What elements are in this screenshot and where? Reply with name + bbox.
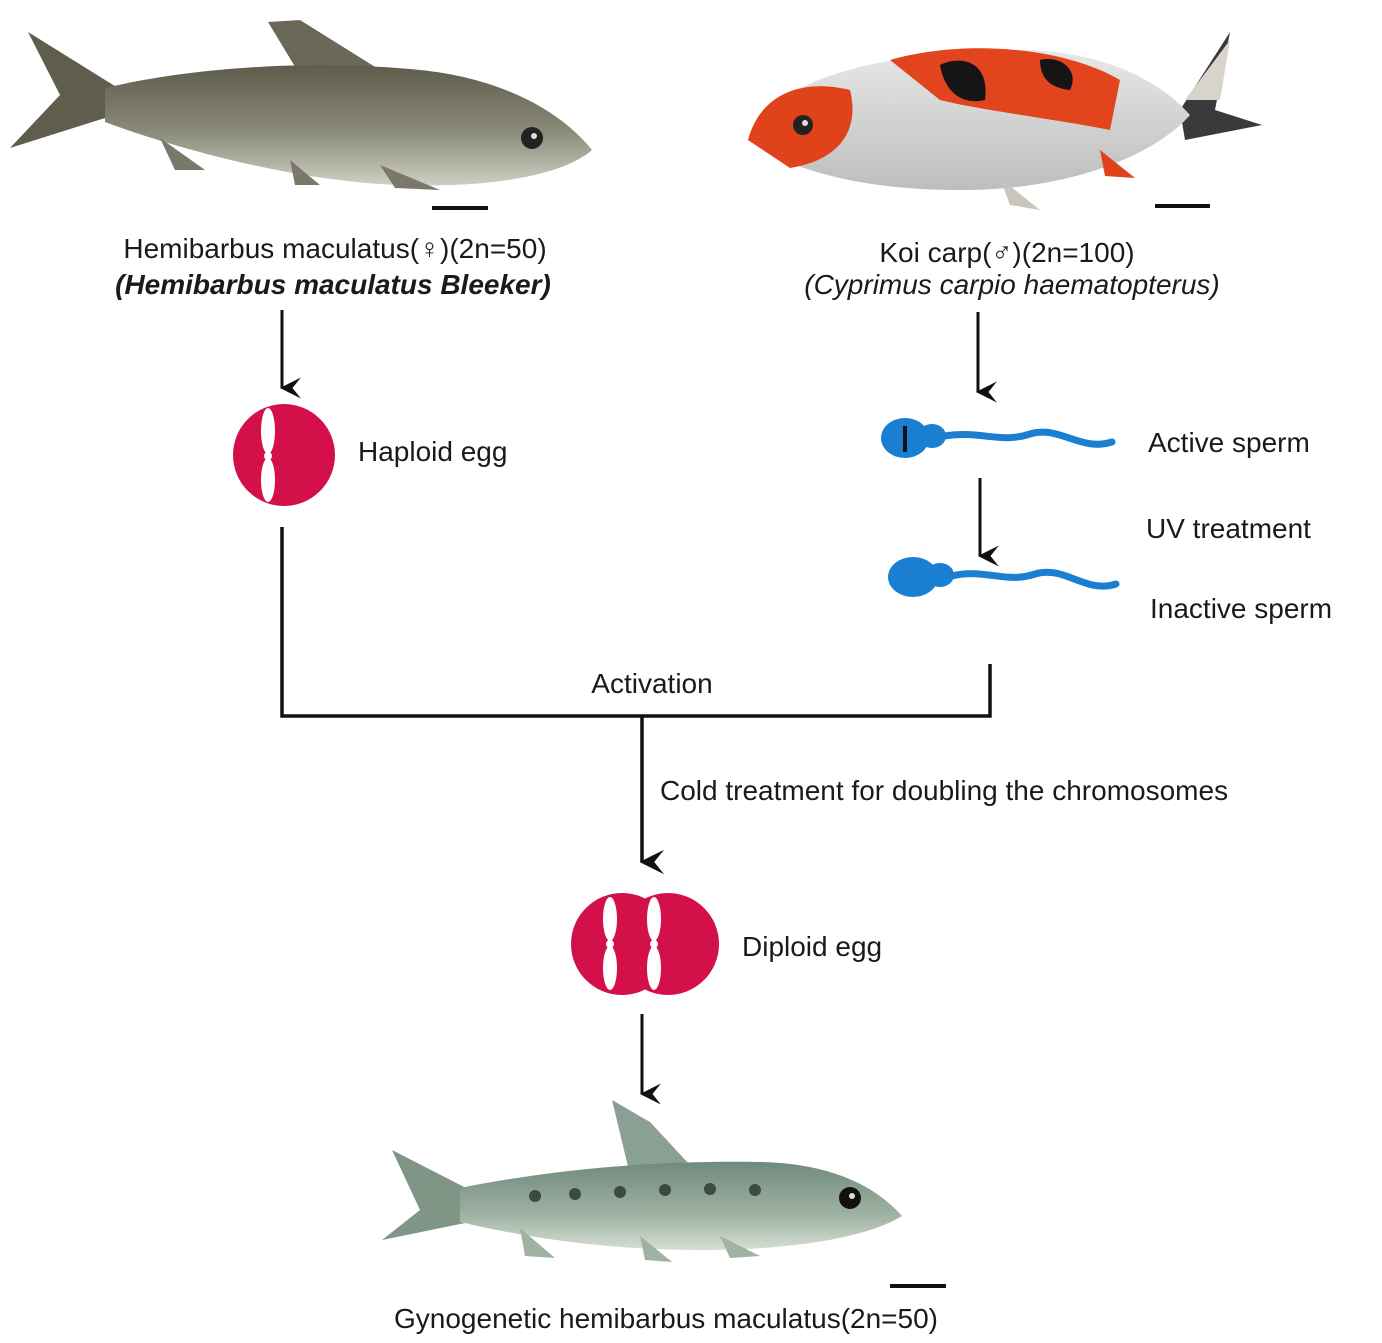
inactive-sperm-label: Inactive sperm — [1150, 593, 1332, 624]
diploid-egg-icon — [571, 893, 719, 995]
active-sperm-label: Active sperm — [1148, 427, 1310, 458]
female-latin-name: (Hemibarbus maculatus Bleeker) — [115, 269, 551, 300]
cold-treatment-label: Cold treatment for doubling the chromoso… — [660, 775, 1228, 806]
haploid-egg-icon — [233, 404, 335, 506]
diploid-egg-label: Diploid egg — [742, 931, 882, 962]
offspring-label: Gynogenetic hemibarbus maculatus(2n=50) — [394, 1303, 938, 1334]
haploid-egg-label: Haploid egg — [358, 436, 507, 467]
female-parent-label: Hemibarbus maculatus(♀)(2n=50) — [123, 233, 546, 264]
active-sperm-icon — [881, 418, 1116, 458]
inactive-sperm-icon — [888, 557, 1120, 597]
koi-carp-male-fish-image — [748, 32, 1262, 210]
male-latin-name: (Cyprimus carpio haematopterus) — [804, 269, 1220, 300]
male-parent-label: Koi carp(♂)(2n=100) — [879, 237, 1134, 268]
gynogenetic-offspring-fish-image — [382, 1100, 946, 1288]
uv-treatment-label: UV treatment — [1146, 513, 1311, 544]
hemibarbus-female-fish-image — [10, 20, 592, 210]
activation-label: Activation — [591, 668, 712, 699]
activation-connector — [280, 527, 992, 718]
